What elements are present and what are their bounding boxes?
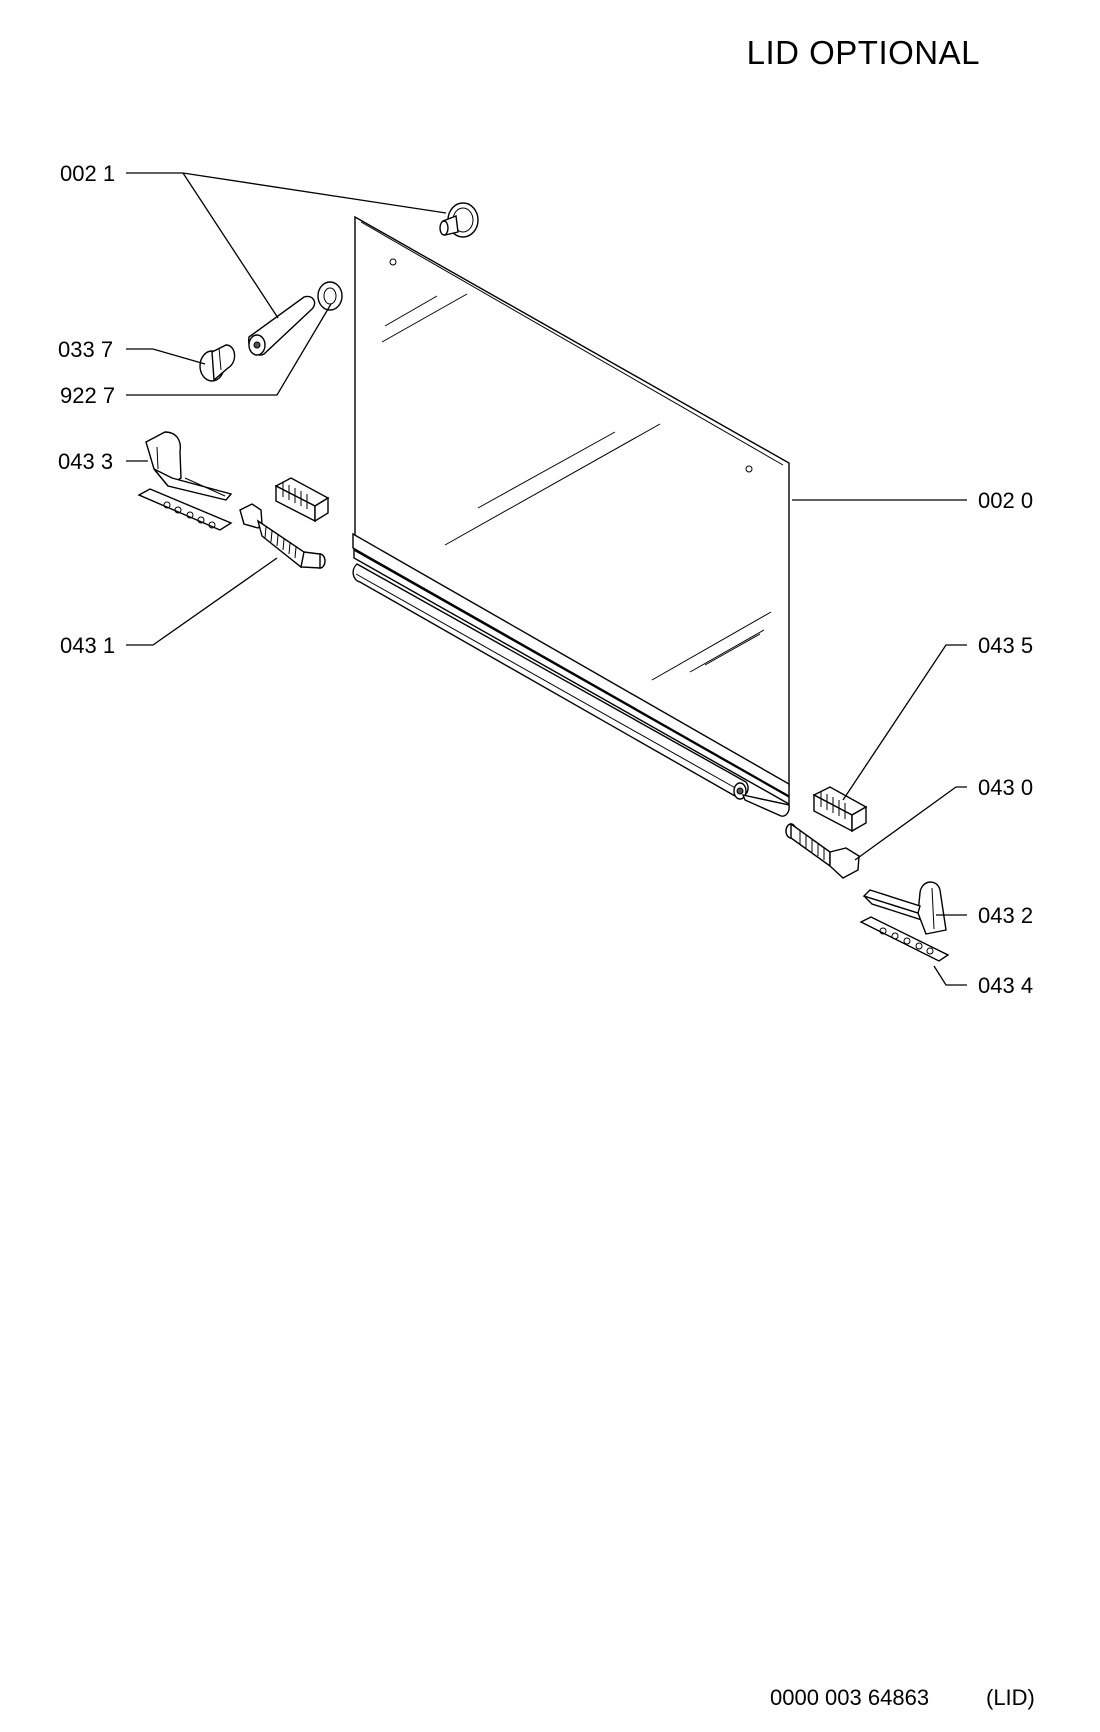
right-hinge-plate: [859, 916, 950, 962]
glass-lid-panel: [352, 215, 790, 817]
drawing-tag: (LID): [986, 1685, 1035, 1710]
drawing-number: 0000 003 64863: [770, 1685, 930, 1710]
left-hinge-bracket: [145, 431, 233, 501]
callout-043-5: 043 5: [978, 633, 1033, 658]
rubber-foot: [199, 344, 236, 382]
left-hinge-plate: [137, 488, 233, 531]
right-hinge-bracket: [862, 881, 947, 935]
leader-lines: [126, 172, 967, 986]
callout-002-1: 002 1: [60, 161, 115, 186]
right-hinge-pin: [785, 822, 860, 879]
lid-stop-knob: [439, 202, 479, 238]
left-hinge-pin: [239, 503, 326, 569]
washer: [317, 281, 343, 311]
callout-043-3: 043 3: [58, 449, 113, 474]
callout-043-4: 043 4: [978, 973, 1033, 998]
callout-043-1: 043 1: [60, 633, 115, 658]
callout-922-7: 922 7: [60, 383, 115, 408]
callout-033-7: 033 7: [58, 337, 113, 362]
right-damper-block: [812, 786, 868, 833]
callout-002-0: 002 0: [978, 488, 1033, 513]
callout-043-2: 043 2: [978, 903, 1033, 928]
callout-043-0: 043 0: [978, 775, 1033, 800]
cylinder-buffer: [248, 295, 316, 356]
left-damper-block: [274, 477, 330, 523]
page-title: LID OPTIONAL: [746, 34, 980, 71]
